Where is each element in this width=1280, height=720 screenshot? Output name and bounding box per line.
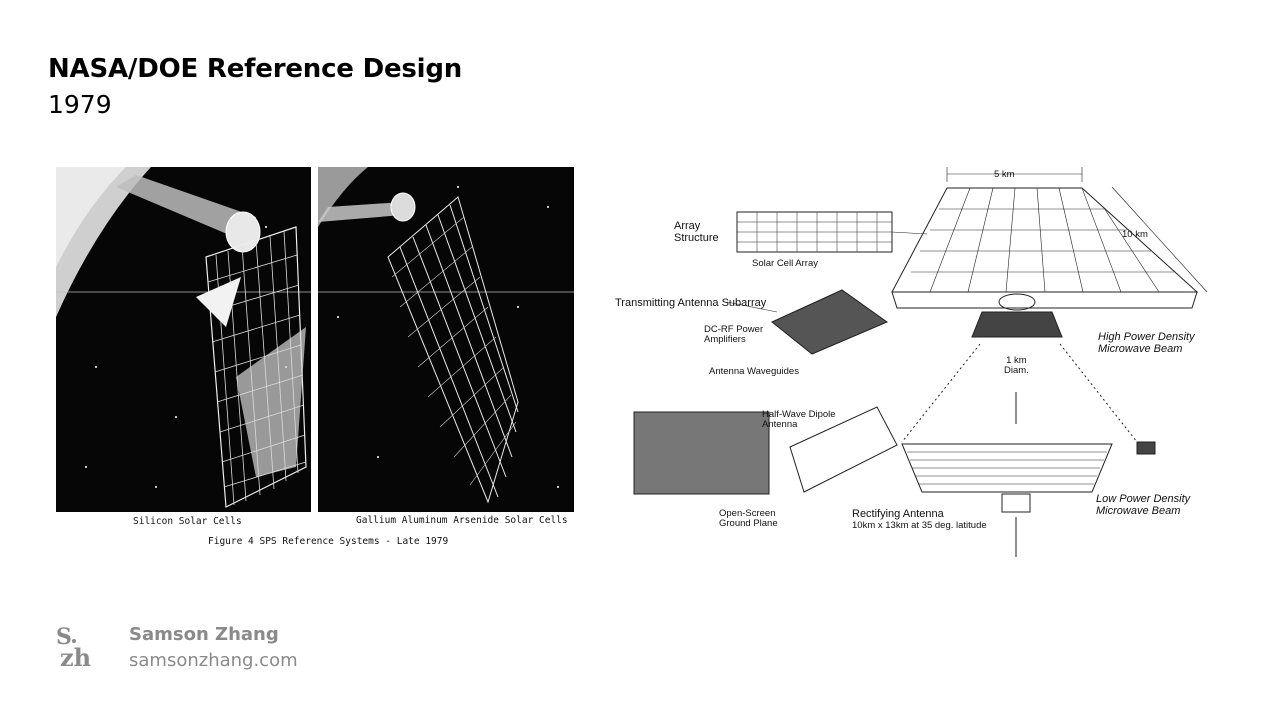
caption-gallium: Gallium Aluminum Arsenide Solar Cells — [356, 515, 568, 526]
sps-system-diagram: 5 km 10 km Array Structure Solar Cell Ar… — [612, 162, 1222, 562]
caption-silicon: Silicon Solar Cells — [133, 516, 242, 527]
label-dish-diameter: 1 km Diam. — [1004, 356, 1029, 377]
author-name: Samson Zhang — [129, 624, 279, 645]
label-dipole: Half-Wave Dipole Antenna — [762, 410, 836, 431]
slide-subtitle: 1979 — [48, 90, 112, 119]
label-solar-cell-array: Solar Cell Array — [752, 259, 818, 269]
silicon-solar-cells-illustration — [56, 167, 311, 512]
label-waveguides: Antenna Waveguides — [709, 367, 799, 377]
author-website[interactable]: samsonzhang.com — [129, 650, 298, 671]
label-ground-plane: Open-Screen Ground Plane — [719, 509, 778, 530]
svg-text:zh: zh — [60, 643, 91, 670]
sps-reference-systems-figure: Silicon Solar Cells Gallium Aluminum Ars… — [56, 167, 574, 557]
samson-zhang-logo: S zh — [54, 624, 106, 670]
label-5km: 5 km — [994, 170, 1015, 180]
label-low-power-beam: Low Power Density Microwave Beam — [1096, 493, 1190, 517]
label-rectenna-size: 10km x 13km at 35 deg. latitude — [852, 521, 987, 531]
label-10km: 10 km — [1122, 230, 1148, 240]
label-rectenna: Rectifying Antenna — [852, 508, 944, 520]
label-transmitting-subarray: Transmitting Antenna Subarray — [615, 297, 766, 309]
label-dc-rf: DC-RF Power Amplifiers — [704, 325, 763, 346]
slide-title: NASA/DOE Reference Design — [48, 54, 462, 84]
label-array-structure: Array Structure — [674, 220, 719, 244]
label-high-power-beam: High Power Density Microwave Beam — [1098, 331, 1195, 355]
figure-caption: Figure 4 SPS Reference Systems - Late 19… — [208, 536, 448, 547]
gallium-arsenide-solar-cells-illustration — [318, 167, 574, 512]
